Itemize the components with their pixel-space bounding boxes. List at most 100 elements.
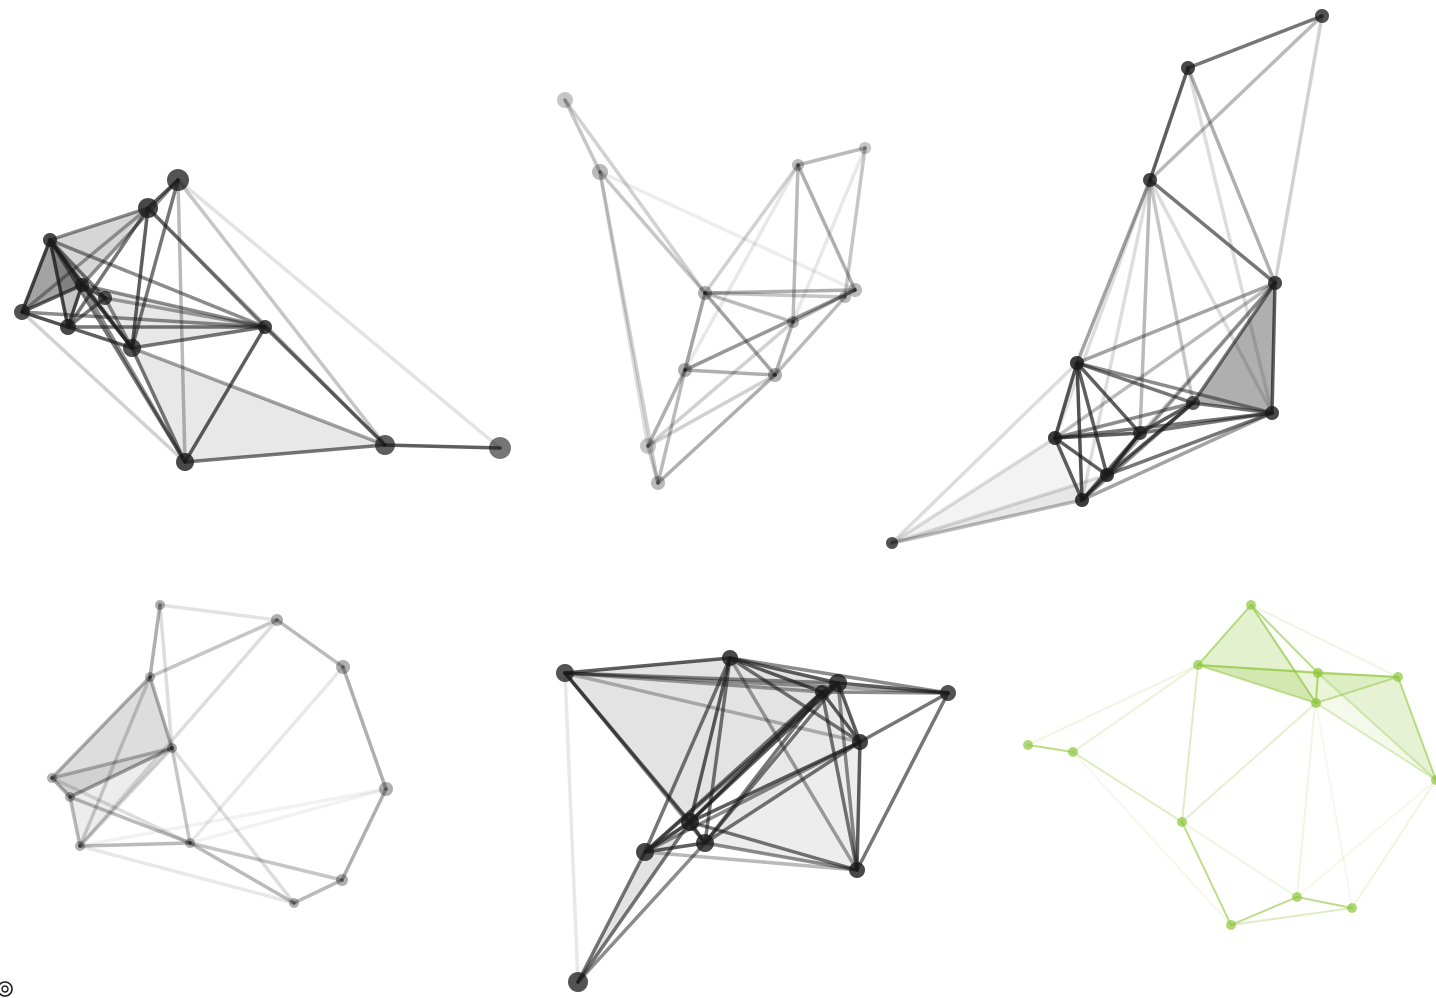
graph-node	[1143, 173, 1157, 187]
graph-edge	[1182, 665, 1198, 822]
graph-node	[681, 813, 699, 831]
graph-node	[1100, 468, 1114, 482]
graph-node	[568, 972, 588, 992]
graph-node	[815, 685, 829, 699]
graph-edge	[190, 843, 342, 880]
graph-edge	[822, 692, 948, 693]
graph-node	[722, 650, 738, 666]
graph-node	[1133, 426, 1147, 440]
graph-node	[1048, 431, 1062, 445]
graph-node	[271, 614, 283, 626]
graph-node	[1070, 356, 1084, 370]
graph-node	[592, 164, 608, 180]
graph-node	[1193, 660, 1203, 670]
graph-edge	[705, 165, 798, 293]
graph-node	[1265, 406, 1279, 420]
graph-bottom-right	[1023, 600, 1436, 930]
graph-node	[60, 319, 76, 335]
graph-top-middle	[557, 92, 871, 490]
graph-node	[1186, 396, 1200, 410]
graph-node	[65, 792, 75, 802]
graph-node	[176, 453, 194, 471]
graph-node	[1075, 493, 1089, 507]
graph-edge	[1028, 665, 1198, 745]
graph-node	[1393, 672, 1403, 682]
graph-node	[167, 743, 177, 753]
graph-edge	[150, 620, 277, 677]
graph-node	[14, 304, 30, 320]
graph-node	[43, 233, 57, 247]
graph-node	[1068, 747, 1078, 757]
graph-node	[768, 368, 782, 382]
graph-node	[1311, 698, 1321, 708]
graph-node	[556, 664, 574, 682]
graph-bottom-middle	[556, 650, 956, 992]
corner-logo-icon	[0, 980, 14, 998]
graph-node	[167, 169, 189, 191]
graph-node	[678, 363, 692, 377]
graph-edge	[1150, 180, 1275, 283]
graph-edge	[160, 605, 277, 620]
graph-edge	[277, 620, 343, 667]
graph-node	[696, 834, 714, 852]
graph-node	[859, 142, 871, 154]
graph-edge	[565, 100, 600, 172]
graph-top-left	[14, 169, 511, 471]
graph-edge	[294, 880, 342, 903]
graph-node	[1181, 61, 1195, 75]
graph-edge	[1188, 16, 1322, 68]
graph-edge	[600, 172, 855, 290]
graph-node	[489, 437, 511, 459]
graph-node	[98, 291, 112, 305]
graph-edge	[685, 293, 705, 370]
graph-bottom-left	[47, 600, 393, 908]
graph-edge	[565, 100, 705, 293]
graph-node	[940, 685, 956, 701]
graph-node	[336, 660, 350, 674]
graph-node	[375, 435, 395, 455]
graph-node	[155, 600, 165, 610]
graph-node	[258, 320, 272, 334]
graph-node	[640, 438, 656, 454]
graph-edge	[385, 445, 500, 448]
graph-edge	[793, 165, 798, 322]
graph-edge	[565, 673, 578, 982]
graph-node	[636, 843, 654, 861]
graph-edge	[150, 605, 160, 677]
graph-edge	[1182, 703, 1316, 822]
graph-node	[1226, 920, 1236, 930]
graph-node	[289, 898, 299, 908]
graph-edge	[190, 789, 386, 843]
graph-edge	[600, 172, 648, 446]
graph-node	[849, 862, 865, 878]
graph-edge	[343, 667, 386, 789]
graph-node	[557, 92, 573, 108]
graph-node	[75, 278, 89, 292]
graph-node	[1315, 9, 1329, 23]
graph-node	[852, 734, 868, 750]
graph-edge	[80, 846, 294, 903]
graph-edge	[600, 172, 705, 293]
graph-node	[787, 316, 799, 328]
graph-edge	[578, 822, 690, 982]
graph-node	[1347, 903, 1357, 913]
graph-node	[1177, 817, 1187, 827]
graph-edge	[798, 148, 865, 165]
graph-node	[123, 339, 141, 357]
graph-node	[379, 782, 393, 796]
graph-node	[1246, 600, 1256, 610]
graph-node	[1268, 276, 1282, 290]
graph-node	[47, 773, 57, 783]
graph-edge	[1073, 665, 1198, 752]
graph-top-right	[886, 9, 1329, 549]
graph-edge	[190, 843, 294, 903]
graph-node	[145, 672, 155, 682]
graph-edge	[1352, 780, 1436, 908]
graph-edge	[342, 789, 386, 880]
graph-node	[839, 291, 851, 303]
graph-node	[185, 838, 195, 848]
graph-node	[138, 198, 158, 218]
graph-node	[651, 476, 665, 490]
graph-edge	[775, 297, 845, 375]
